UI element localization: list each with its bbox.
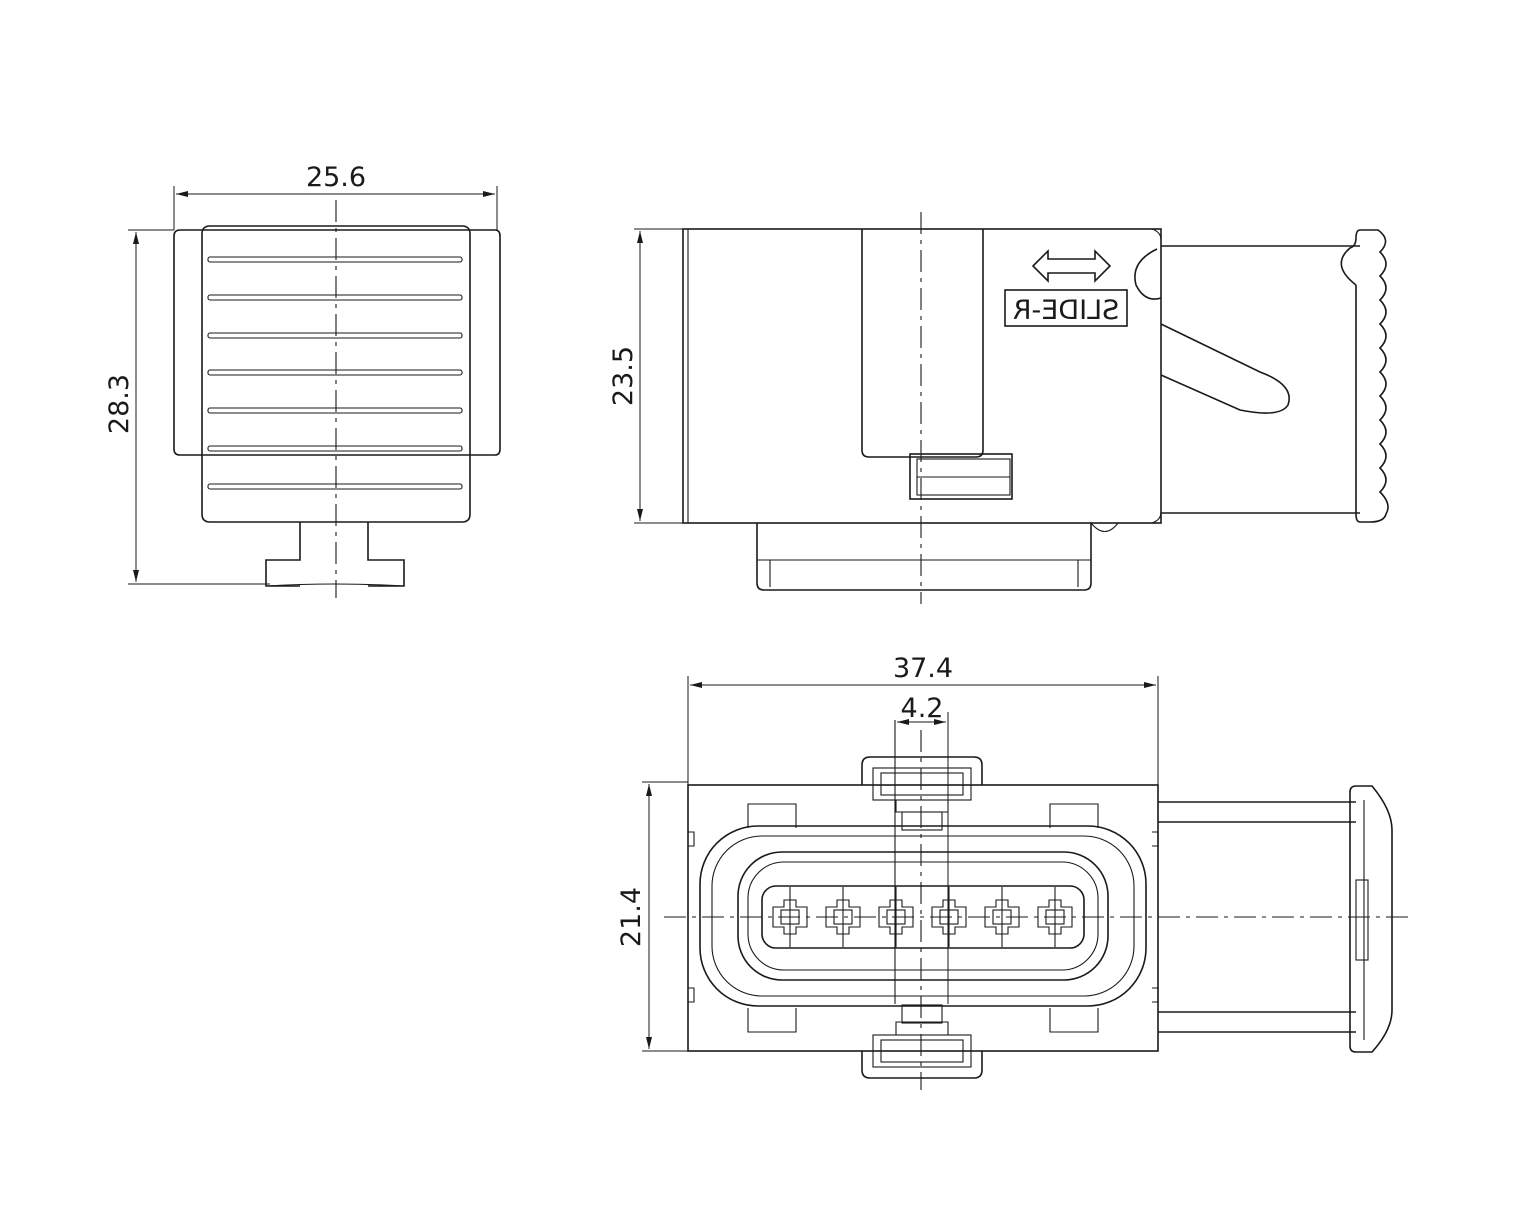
front-view: 25.6 28.3 <box>104 162 501 598</box>
dim-bottom-width: 37.4 <box>893 653 953 684</box>
side-view: SLIDE-R 23.5 <box>608 212 1389 604</box>
bottom-view: 37.4 4.2 21.4 <box>616 653 1408 1090</box>
dim-bottom-height: 21.4 <box>616 887 647 947</box>
pin-4 <box>931 899 967 935</box>
pin-3 <box>878 899 914 935</box>
front-ribs <box>207 256 463 490</box>
dim-front-width: 25.6 <box>306 162 366 193</box>
dim-front-height: 28.3 <box>104 374 135 434</box>
pin-5 <box>984 899 1020 935</box>
pin-6 <box>1037 899 1073 935</box>
dim-side-height: 23.5 <box>608 346 639 406</box>
pin-1 <box>772 899 808 935</box>
dim-pin-pitch: 4.2 <box>901 693 944 724</box>
slide-label: SLIDE-R <box>1013 295 1120 326</box>
pin-2 <box>825 899 861 935</box>
double-arrow-icon <box>1031 249 1112 283</box>
